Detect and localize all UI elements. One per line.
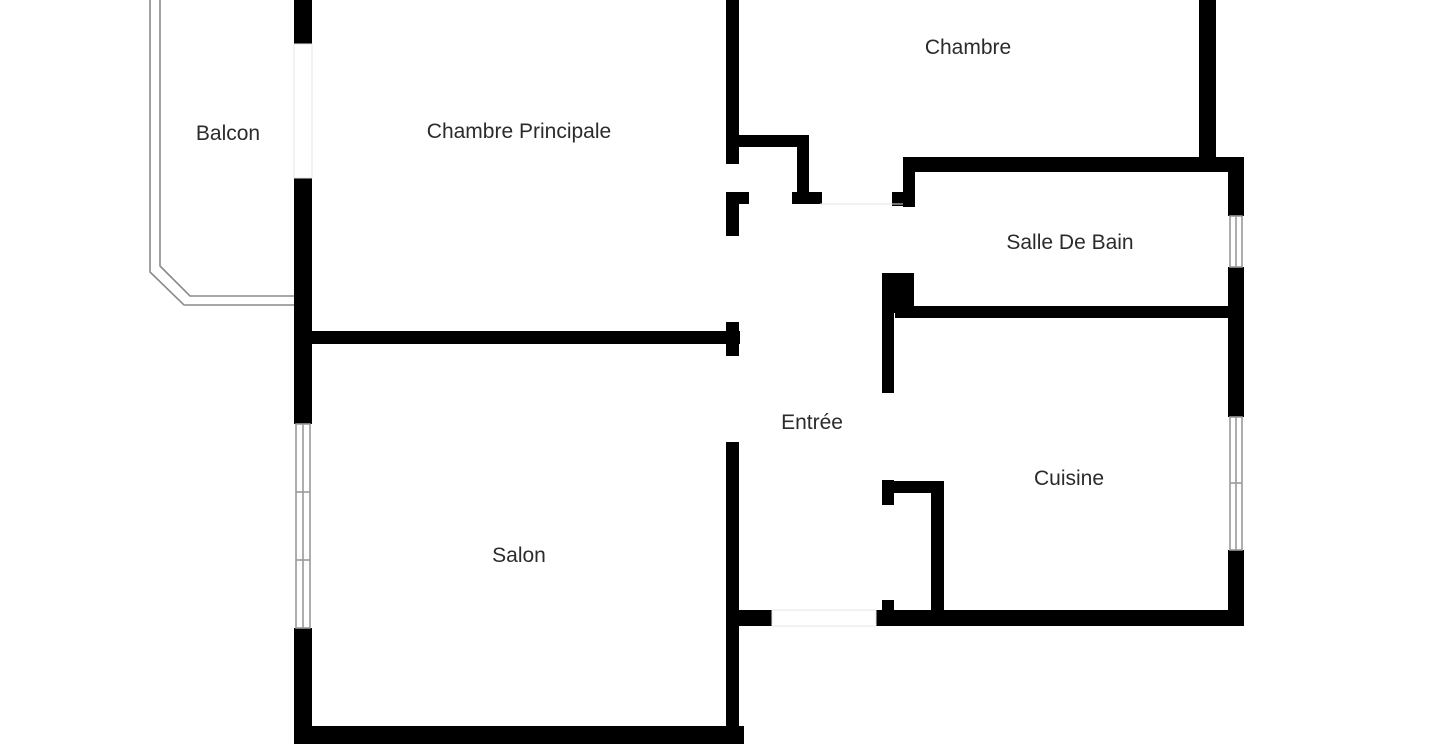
room-label-cuisine: Cuisine — [1034, 467, 1104, 490]
room-labels: Balcon Chambre Principale Chambre Salle … — [196, 36, 1134, 567]
closet-right — [797, 135, 809, 197]
wall-bedroom-salon — [312, 331, 740, 344]
wall-left-top — [294, 0, 312, 44]
wall-left-low — [294, 628, 312, 744]
wall-left-mid — [294, 178, 312, 424]
wall-kitchen-bottom — [876, 610, 1244, 626]
closet-left-stub — [739, 192, 749, 204]
balcony-outline — [149, 0, 294, 306]
door-balcony — [293, 43, 313, 179]
wall-bath-door-stub — [892, 192, 914, 206]
wall-right-c — [1228, 550, 1244, 626]
wall-bath-kitchen — [895, 306, 1235, 318]
room-label-chambre: Chambre — [925, 36, 1011, 59]
room-label-balcon: Balcon — [196, 122, 260, 145]
kitchen-closet-top — [882, 481, 944, 493]
wall-bottom-salon — [294, 726, 744, 744]
closet-top — [739, 135, 809, 147]
kitchen-closet-right — [931, 481, 944, 626]
door-openings — [293, 43, 903, 627]
wall-kitchen-left-top — [882, 273, 894, 393]
windows — [295, 215, 1243, 629]
room-label-salle-de-bain: Salle De Bain — [1006, 231, 1133, 254]
wall-central-a — [726, 192, 739, 236]
wall-central-top — [726, 0, 739, 164]
door-entry-main — [771, 609, 877, 627]
wall-right-a — [1228, 157, 1244, 216]
room-label-salon: Salon — [492, 544, 546, 567]
wall-bath-top — [903, 157, 1243, 172]
wall-chambre-right — [1199, 0, 1216, 160]
room-label-chambre-principale: Chambre Principale — [427, 120, 611, 143]
wall-entry-jog — [726, 610, 772, 626]
closet-base — [792, 192, 822, 204]
wall-right-b — [1228, 267, 1244, 417]
room-label-entree: Entrée — [781, 411, 843, 434]
wall-central-b — [726, 322, 739, 356]
walls — [294, 0, 1244, 744]
wall-central-c — [726, 442, 739, 744]
